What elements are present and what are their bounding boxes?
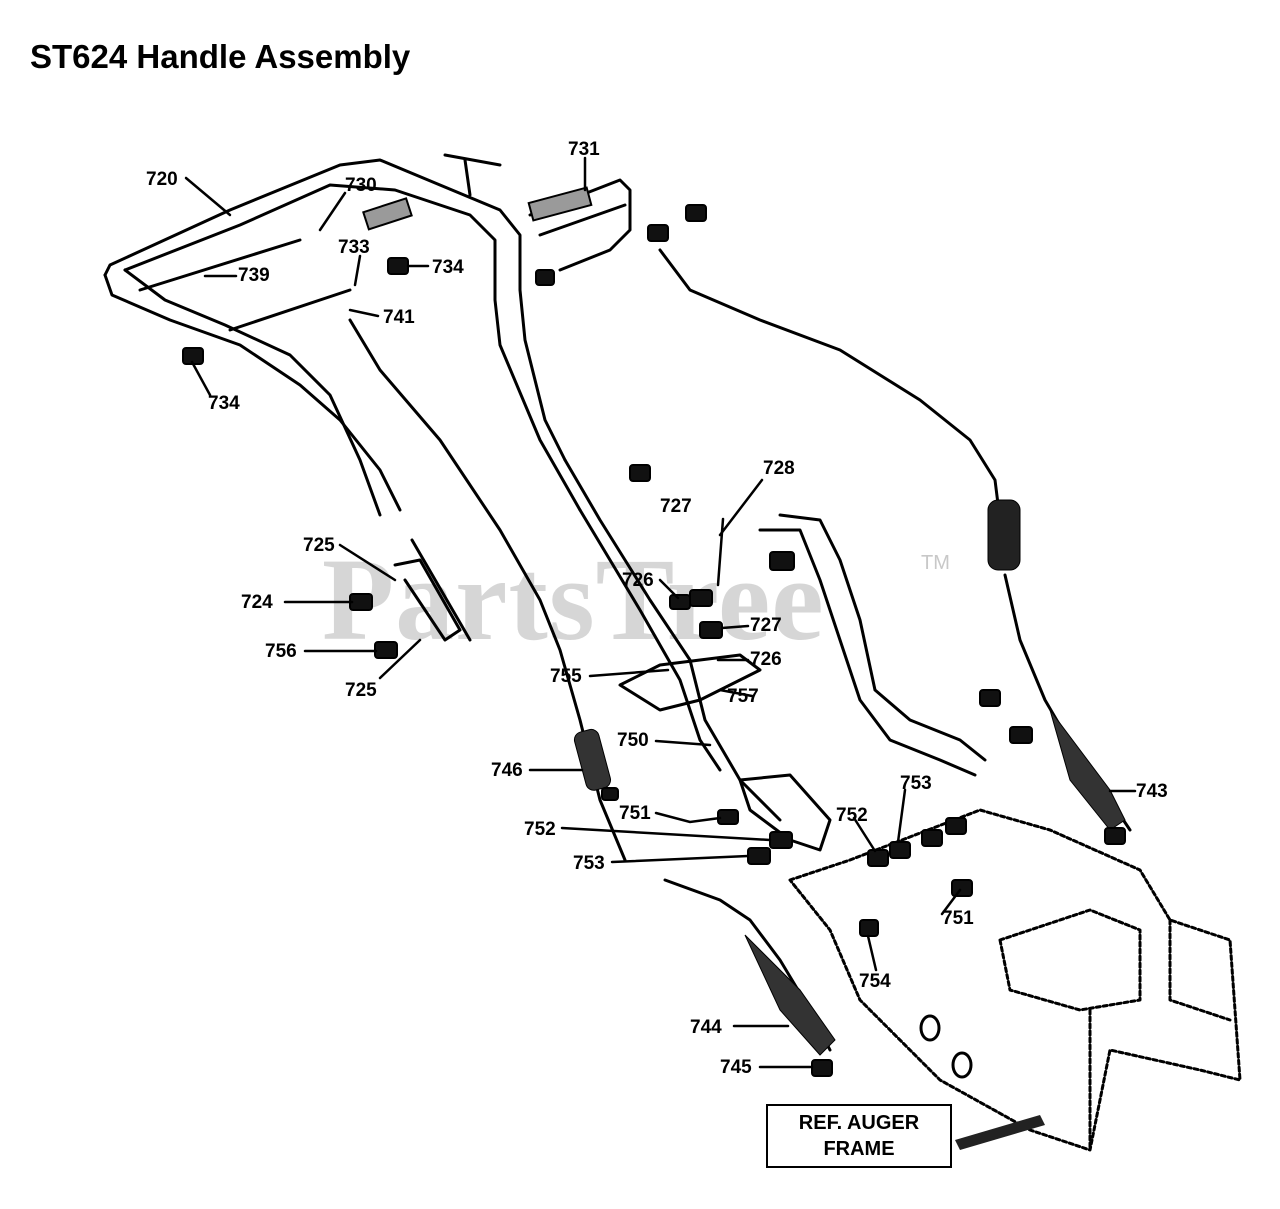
- callout-725-upper: 725: [303, 535, 335, 556]
- callout-726-lower: 726: [750, 649, 782, 670]
- nut-727b: [699, 621, 723, 639]
- nut-right-lower: [1009, 726, 1033, 744]
- lower-handle-right: [778, 513, 987, 762]
- control-cable-left: [348, 318, 627, 862]
- upper-handle-bar: [103, 158, 567, 462]
- callout-734-lower: 734: [208, 393, 240, 414]
- right-grip-tube: [528, 178, 632, 272]
- grip-pad-right: [527, 186, 593, 222]
- ref-box-line1: REF. AUGER: [798, 1112, 920, 1134]
- lower-handle-left: [563, 458, 782, 822]
- cable-spring-right: [987, 499, 1021, 571]
- nut-726: [669, 594, 691, 610]
- nut-753-right: [889, 841, 911, 859]
- callout-720: 720: [146, 169, 178, 190]
- nut-752-right: [867, 849, 889, 867]
- callout-750: 750: [617, 730, 649, 751]
- callout-728: 728: [763, 458, 795, 479]
- nut-724: [349, 593, 373, 611]
- nut-745: [811, 1059, 833, 1077]
- nut-727: [689, 589, 713, 607]
- callout-745: 745: [720, 1057, 752, 1078]
- cable-spring-746: [573, 728, 612, 791]
- callout-726-upper: 726: [622, 570, 654, 591]
- auger-frame: [788, 808, 1242, 1152]
- callout-730: 730: [345, 175, 377, 196]
- callout-731: 731: [568, 139, 600, 160]
- nut-frame-1: [921, 829, 943, 847]
- nut-752: [769, 831, 793, 849]
- nut-mid-right: [979, 689, 1001, 707]
- nut-731: [685, 204, 707, 222]
- watermark: PartsTree: [322, 534, 825, 665]
- callout-755: 755: [550, 666, 582, 687]
- trademark-mark: TM: [921, 552, 950, 574]
- callout-757: 757: [727, 686, 759, 707]
- callout-739: 739: [238, 265, 270, 286]
- grip-pad-left: [362, 197, 413, 231]
- callout-756: 756: [265, 641, 297, 662]
- nut-cable-746-end: [601, 787, 619, 801]
- nut-upper-mid: [629, 464, 651, 482]
- nut-753: [747, 847, 771, 865]
- reference-auger-frame-box: REF. AUGER FRAME: [766, 1104, 952, 1168]
- callout-751-right: 751: [942, 908, 974, 929]
- control-cable-right: [658, 248, 1002, 522]
- callout-734-upper: 734: [432, 257, 464, 278]
- nut-751: [717, 809, 739, 825]
- callout-744: 744: [690, 1017, 722, 1038]
- nut-frame-2: [945, 817, 967, 835]
- callout-753-left: 753: [573, 853, 605, 874]
- ref-arrow: [955, 1115, 1045, 1150]
- callout-752-right: 752: [836, 805, 868, 826]
- cable-end-743: [1049, 709, 1126, 831]
- nut-754: [859, 919, 879, 937]
- callout-727-upper: 727: [660, 496, 692, 517]
- callout-733: 733: [338, 237, 370, 258]
- nut-728: [769, 551, 795, 571]
- nut-734-top: [387, 257, 409, 275]
- nut-751-right: [951, 879, 973, 897]
- nut-grip-right-end: [647, 224, 669, 242]
- callout-724: 724: [241, 592, 273, 613]
- callout-752-left: 752: [524, 819, 556, 840]
- nut-upper-left-grip: [535, 269, 555, 286]
- callout-746: 746: [491, 760, 523, 781]
- linkage-plate: [738, 773, 832, 852]
- callout-741: 741: [383, 307, 415, 328]
- ref-box-line2: FRAME: [823, 1138, 895, 1160]
- bracket-plate: [618, 653, 762, 712]
- cable-end-744: [744, 934, 836, 1056]
- nut-756: [374, 641, 398, 659]
- page-title: ST624 Handle Assembly: [30, 38, 411, 75]
- nut-743: [1104, 827, 1126, 845]
- callout-754: 754: [859, 971, 891, 992]
- callout-725-lower: 725: [345, 680, 377, 701]
- callout-751-left: 751: [619, 803, 651, 824]
- callout-743: 743: [1136, 781, 1168, 802]
- side-bracket: [393, 558, 462, 642]
- callout-727-lower: 727: [750, 615, 782, 636]
- callout-753-right: 753: [900, 773, 932, 794]
